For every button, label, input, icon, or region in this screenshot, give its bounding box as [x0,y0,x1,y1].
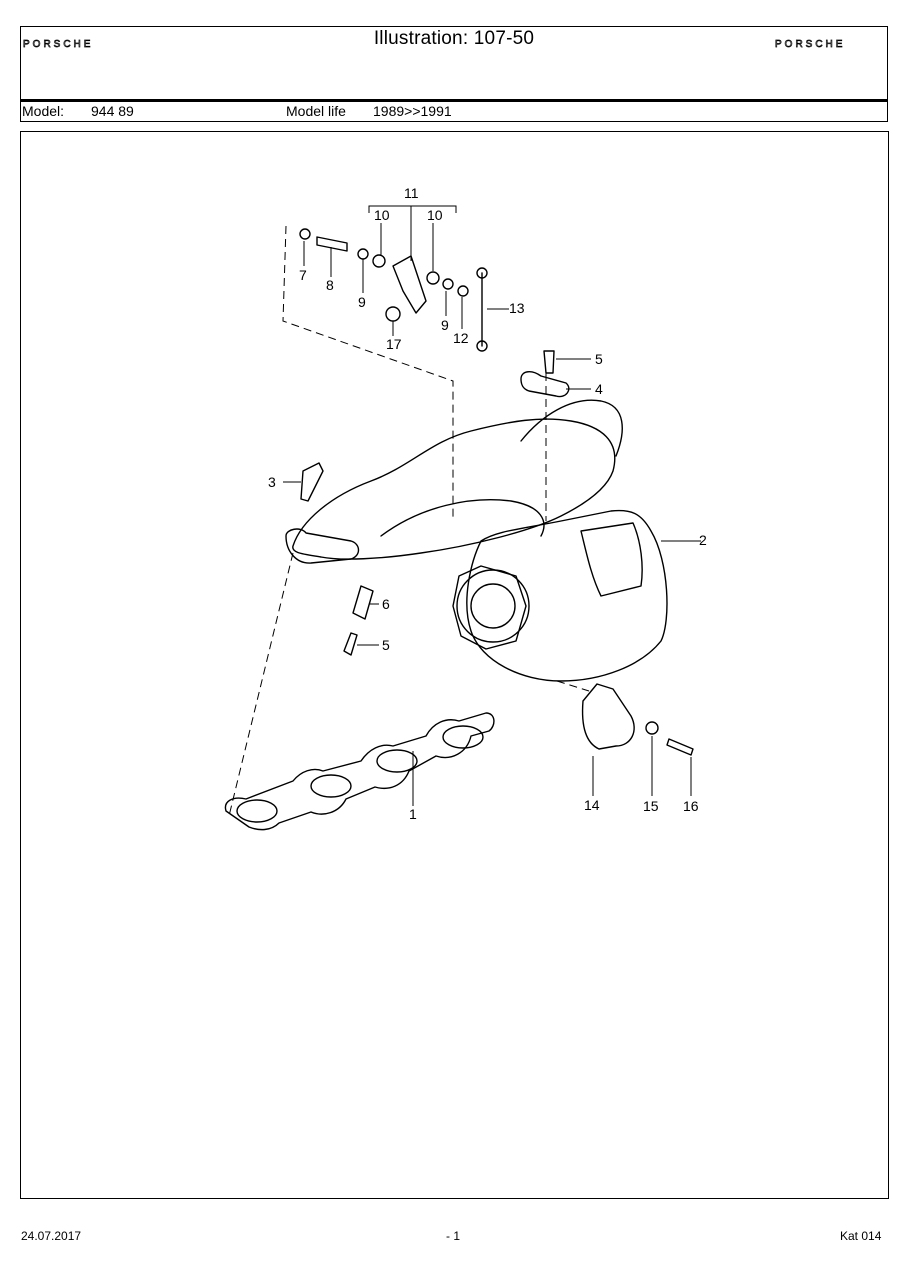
manifold-gasket [224,712,495,831]
gasket-port-4 [442,725,484,749]
callout-12: 12 [453,330,469,346]
callout-11: 11 [404,185,419,201]
turbo-outlet-flange [452,565,527,650]
callout-1: 1 [409,806,417,822]
callout-8: 8 [326,277,334,293]
callout-14: 14 [584,797,600,813]
footer-date: 24.07.2017 [21,1229,82,1243]
gasket-port-1 [236,799,278,823]
bolt-16 [666,738,694,756]
turbo-shield-panel [580,522,643,597]
manifold-flange [285,528,360,564]
washer-7 [299,228,311,240]
washer-15 [645,721,659,735]
manifold-runner [292,418,616,560]
model-row: Model: 944 89 Model life 1989>>1991 [21,102,887,121]
gasket-port-3 [376,749,418,773]
callout-labels: 7 8 9 10 11 10 9 12 13 17 5 4 3 2 6 5 1 … [268,185,707,822]
nut-10a [372,254,386,268]
model-life-label: Model life [286,103,346,119]
porsche-logo-left: PORSCHE [23,39,93,49]
callout-5-lower: 5 [382,637,390,653]
callout-10b: 10 [427,207,443,223]
illustration-frame: 7 8 9 10 11 10 9 12 13 17 5 4 3 2 6 5 1 … [20,131,889,1199]
callout-16: 16 [683,798,699,814]
bolt-3 [300,462,324,502]
header-divider [21,99,887,102]
callout-9a: 9 [358,294,366,310]
lever-plate [392,255,427,314]
washer-9b [442,278,454,290]
page-title: Illustration: 107-50 [373,28,535,49]
callout-4: 4 [595,381,603,397]
model-value: 944 89 [91,103,134,119]
gasket-port-2 [310,774,352,798]
callout-6: 6 [382,596,390,612]
manifold-upper-pipe [520,399,623,457]
callout-5-upper: 5 [595,351,603,367]
nut-10b [426,271,440,285]
footer-catalog: Kat 014 [840,1229,882,1243]
ball-17 [385,306,401,322]
bracket-4 [520,371,570,398]
parts-diagram: 7 8 9 10 11 10 9 12 13 17 5 4 3 2 6 5 1 … [224,185,707,831]
callout-3: 3 [268,474,276,490]
manifold-lower-curve [380,499,545,537]
clip-12 [457,285,469,297]
washer-9a [357,248,369,260]
bracket-6 [352,585,374,620]
callout-2: 2 [699,532,707,548]
bracket-14 [581,683,635,750]
callout-10a: 10 [374,207,390,223]
header-box: PORSCHE Illustration: 107-50 PORSCHE Mod… [20,26,888,122]
callout-15: 15 [643,798,659,814]
turbo-housing [466,509,668,682]
porsche-logo-right: PORSCHE [775,39,845,49]
bolt-5-upper [543,350,555,374]
callout-7: 7 [299,267,307,283]
stud-8 [316,236,348,252]
turbo-outlet-inner [470,583,516,629]
svg-text:PORSCHE: PORSCHE [23,39,93,49]
svg-text:PORSCHE: PORSCHE [775,39,845,49]
callout-13: 13 [509,300,525,316]
model-label: Model: [22,103,65,119]
callout-17: 17 [386,336,402,352]
bolt-5-lower [343,632,358,656]
footer-page: - 1 [446,1229,461,1243]
callout-9b: 9 [441,317,449,333]
model-life-value: 1989>>1991 [373,103,452,119]
